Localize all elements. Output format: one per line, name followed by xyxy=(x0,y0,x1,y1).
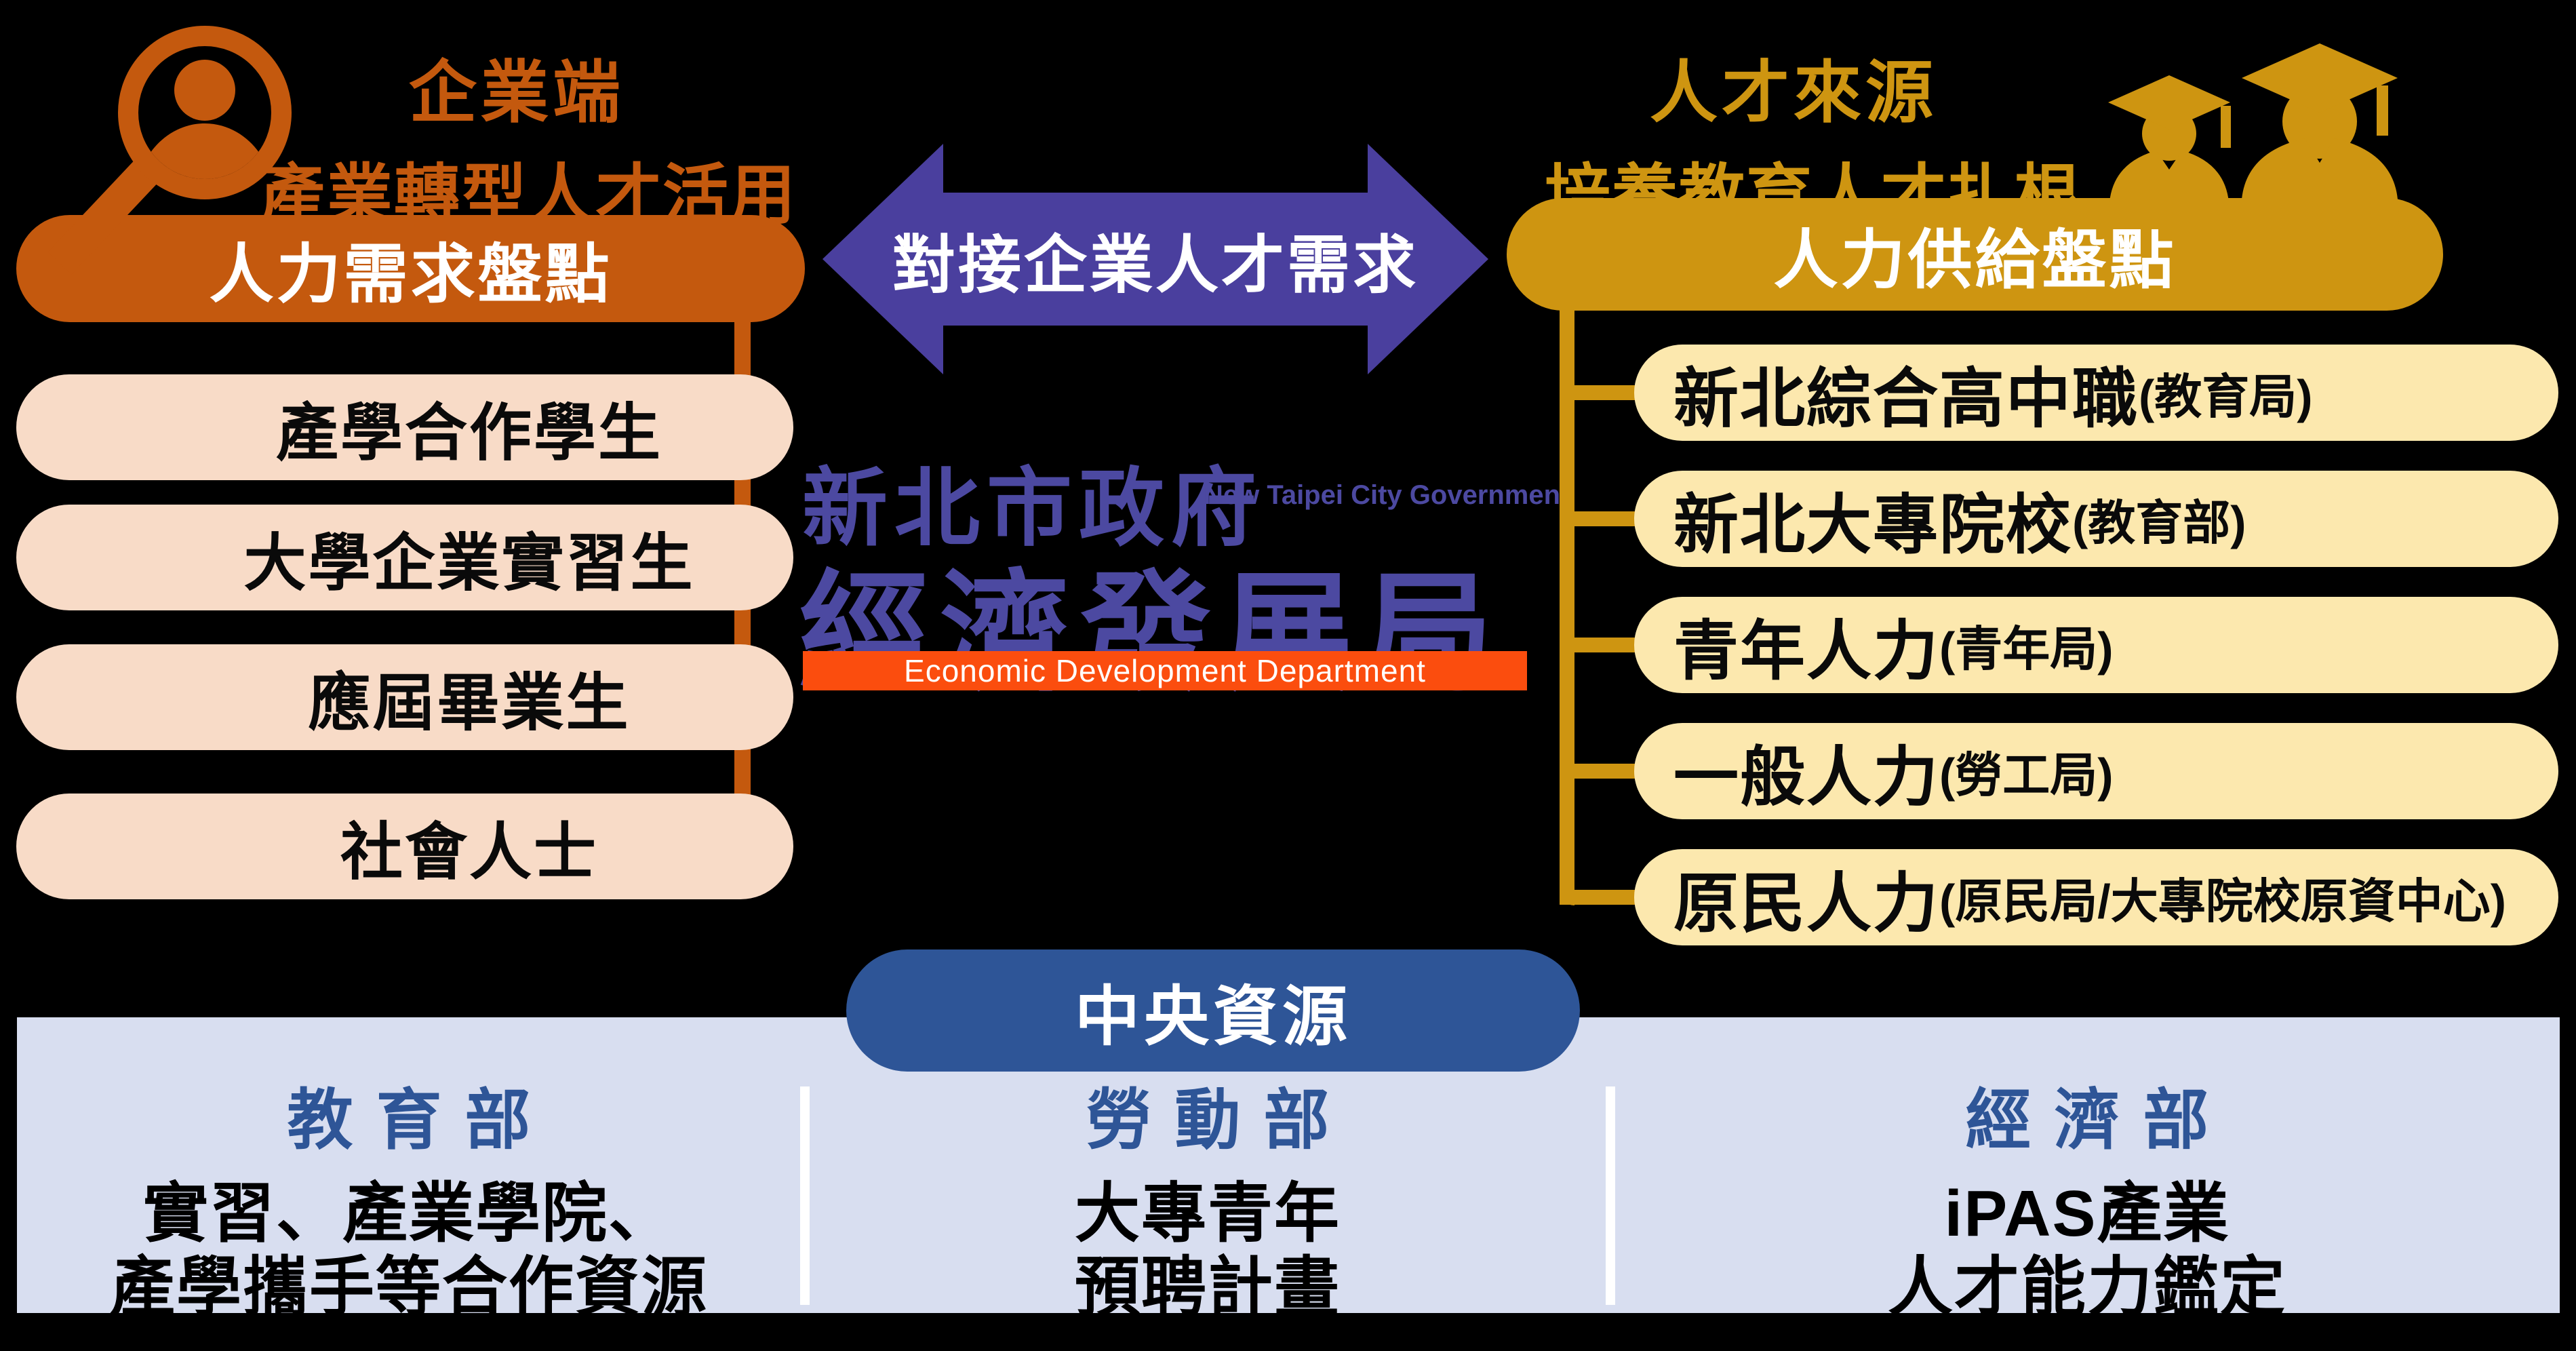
right-connector-stub xyxy=(1560,890,1636,905)
resource-line: 產學攜手等合作資源 xyxy=(110,1251,708,1325)
ministry-name: 經濟部 xyxy=(1965,1083,2232,1157)
supply-item-agency: (教育部) xyxy=(2072,496,2246,549)
supply-item-agency: (勞工局) xyxy=(1939,748,2114,802)
supply-item-agency: (青年局) xyxy=(1939,622,2114,676)
resource-line: 大專青年 xyxy=(1075,1177,1341,1250)
demand-item-label: 產學合作學生 xyxy=(275,398,662,468)
supply-item: 新北大專院校(教育部) xyxy=(1634,471,2558,567)
demand-header-label: 人力需求盤點 xyxy=(209,238,612,311)
supply-item: 新北綜合高中職(教育局) xyxy=(1634,345,2558,441)
logo-department-en: Economic Development Department xyxy=(904,653,1426,688)
supply-item-label: 原民人力 xyxy=(1673,867,1939,940)
central-resources-label: 中央資源 xyxy=(1075,980,1351,1053)
supply-item-label: 新北大專院校 xyxy=(1673,488,2072,562)
demand-item: 社會人士 xyxy=(16,794,793,899)
right-connector-stub xyxy=(1560,638,1636,652)
resource-line: 實習、產業學院、 xyxy=(143,1177,675,1250)
resource-line: 人才能力鑑定 xyxy=(1888,1251,2286,1325)
column-divider xyxy=(1606,1086,1615,1305)
magnifier-person-icon xyxy=(47,26,292,275)
double-arrow-icon xyxy=(823,144,1488,374)
demand-header: 人力需求盤點 xyxy=(16,215,805,322)
central-resources-header: 中央資源 xyxy=(846,949,1580,1072)
enterprise-side-title: 企業端 xyxy=(409,55,625,131)
right-connector-stub xyxy=(1560,511,1636,526)
resource-line: 預聘計畫 xyxy=(1075,1251,1341,1325)
graduates-icon xyxy=(2108,43,2398,229)
column-economic-ministry: 經濟部 iPAS產業 人才能力鑑定 xyxy=(1615,1017,2559,1324)
supply-header-label: 人力供給盤點 xyxy=(1773,224,2177,296)
resource-line: iPAS產業 xyxy=(1944,1177,2230,1250)
logo-government-zh: 新北市政府 xyxy=(802,461,1263,556)
supply-item: 一般人力(勞工局) xyxy=(1634,723,2558,819)
demand-item-label: 社會人士 xyxy=(340,817,598,887)
demand-item: 應屆畢業生 xyxy=(16,644,793,750)
logo-government-en: New Taipei City Government xyxy=(1204,480,1570,510)
demand-item: 產學合作學生 xyxy=(16,374,793,480)
demand-item-label: 大學企業實習生 xyxy=(243,528,695,598)
supply-item-label: 一般人力 xyxy=(1673,741,1939,814)
supply-item-label: 新北綜合高中職 xyxy=(1673,362,2139,435)
right-connector-stub xyxy=(1560,385,1636,400)
supply-item-agency: (教育局) xyxy=(2139,370,2313,423)
ministry-name: 勞動部 xyxy=(1086,1083,1353,1157)
supply-item-agency: (原民局/大專院校原資中心) xyxy=(1939,874,2507,928)
ministry-resources: 實習、產業學院、 產學攜手等合作資源 xyxy=(16,1177,801,1325)
supply-item: 青年人力(青年局) xyxy=(1634,597,2558,693)
supply-item: 原民人力(原民局/大專院校原資中心) xyxy=(1634,849,2558,945)
right-connector-stub xyxy=(1560,764,1636,779)
ministry-resources: 大專青年 預聘計畫 xyxy=(810,1177,1606,1325)
column-labor-ministry: 勞動部 大專青年 預聘計畫 xyxy=(810,1017,1606,1324)
right-connector-line xyxy=(1560,309,1574,905)
talent-side-title: 人才來源 xyxy=(1650,55,1937,131)
demand-item-label: 應屆畢業生 xyxy=(308,668,631,738)
ministry-resources: iPAS產業 人才能力鑑定 xyxy=(1615,1177,2559,1325)
logo-department-en-bar: Economic Development Department xyxy=(803,651,1527,690)
demand-item: 大學企業實習生 xyxy=(16,505,793,610)
arrow-caption-label: 對接企業人才需求 xyxy=(892,229,1419,300)
supply-item-label: 青年人力 xyxy=(1673,614,1939,688)
arrow-caption: 對接企業人才需求 xyxy=(823,144,1488,374)
ministry-name: 教育部 xyxy=(287,1083,554,1157)
column-divider xyxy=(800,1086,810,1305)
column-education-ministry: 教育部 實習、產業學院、 產學攜手等合作資源 xyxy=(16,1017,801,1324)
